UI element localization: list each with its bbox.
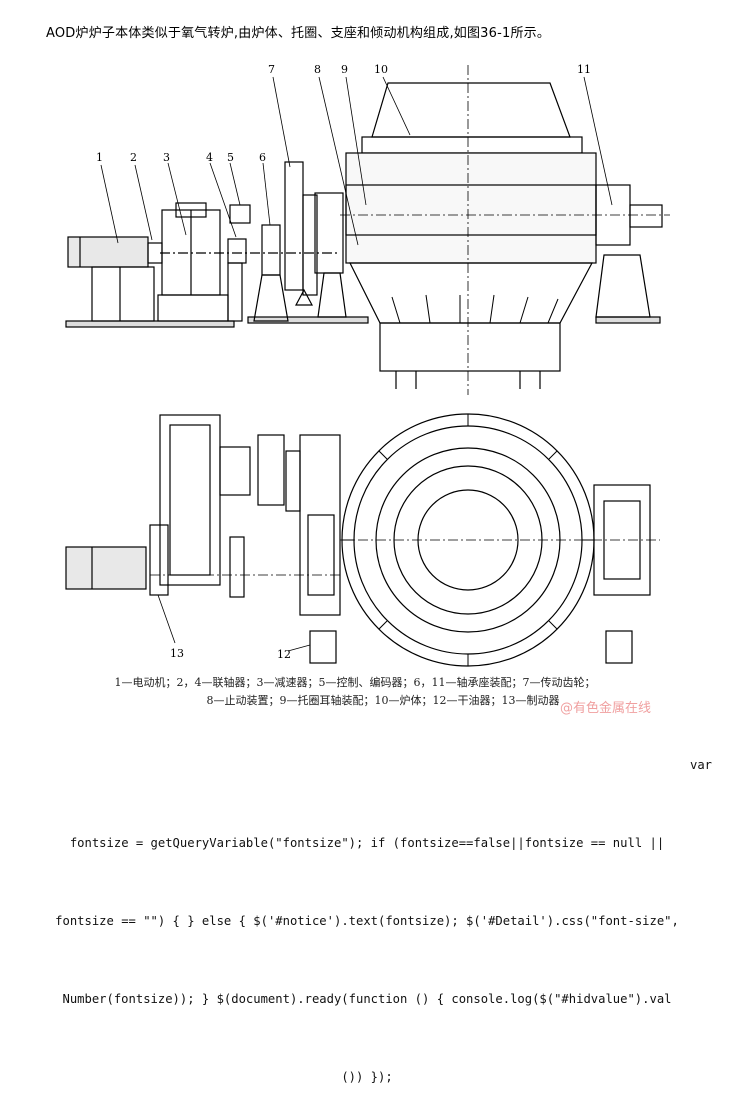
watermark: @有色金属在线 xyxy=(560,701,652,716)
callout-7: 7 xyxy=(268,63,275,76)
callout-12: 12 xyxy=(277,648,291,661)
figure-legend-line-1: 1—电动机；2，4—联轴器；3—减速器；5—控制、编码器；6，11—轴承座装配；… xyxy=(114,676,596,689)
callout-11: 11 xyxy=(577,63,591,76)
code-line: Number(fontsize)); } $(document).ready(f… xyxy=(62,992,672,1006)
intro-paragraph: AOD炉炉子本体类似于氧气转炉,由炉体、托圈、支座和倾动机构组成,如图36-1所… xyxy=(46,26,551,41)
code-line: fontsize = getQueryVariable("fontsize");… xyxy=(69,836,665,850)
script-text: var fontsize = getQueryVariable("fontsiz… xyxy=(22,700,712,1116)
callout-8: 8 xyxy=(314,63,321,76)
code-line: ()) }); xyxy=(341,1070,393,1084)
code-line: fontsize == "") { } else { $('#notice').… xyxy=(55,914,679,928)
callout-6: 6 xyxy=(259,151,266,164)
callout-3: 3 xyxy=(163,151,170,164)
callout-4: 4 xyxy=(206,151,213,164)
code-line: var xyxy=(689,758,712,772)
callout-1: 1 xyxy=(96,151,103,164)
callout-10: 10 xyxy=(374,63,388,76)
callout-5: 5 xyxy=(227,151,234,164)
callout-9: 9 xyxy=(341,63,348,76)
callout-2: 2 xyxy=(130,151,137,164)
callout-13: 13 xyxy=(170,647,184,660)
aod-furnace-drawing: 1 2 3 4 5 6 7 8 9 10 11 xyxy=(0,55,730,685)
figure-legend-line-2: 8—止动装置；9—托圈耳轴装配；10—炉体；12—干油器；13—制动器 xyxy=(206,694,560,707)
